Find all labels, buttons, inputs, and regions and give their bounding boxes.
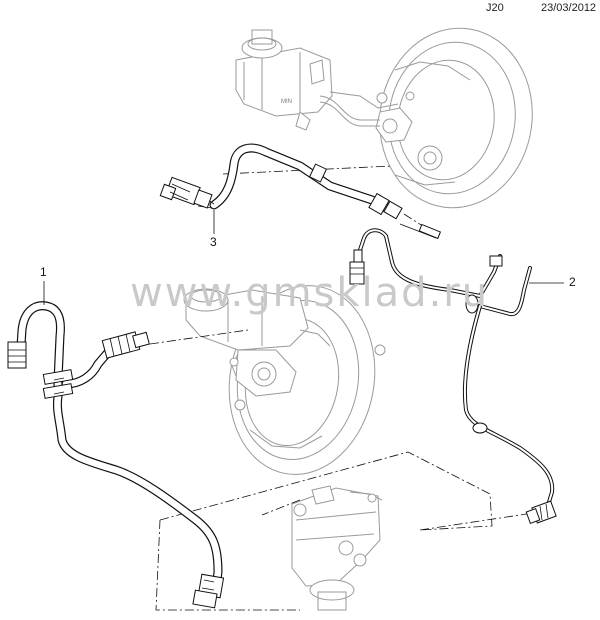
- sheet-code: J20: [486, 2, 504, 14]
- callout-3-number: 3: [210, 235, 217, 249]
- upper-brake-booster: [379, 27, 533, 209]
- vacuum-hose-3: [195, 143, 403, 220]
- upper-master-cylinder: MIN: [235, 29, 415, 143]
- callout-1-number: 1: [40, 265, 47, 279]
- reservoir-min-mark: MIN: [281, 99, 292, 105]
- lower-master-cylinder: [183, 288, 331, 397]
- vacuum-pipe-2: [358, 223, 555, 514]
- hose-3-connector: [159, 176, 213, 209]
- pipe-2-connector-lower: [525, 500, 557, 524]
- callout-1: 1: [40, 265, 47, 305]
- callout-3: 3: [210, 210, 217, 249]
- callout-2: 2: [529, 275, 576, 289]
- hose-1-connector-upper: [101, 331, 150, 359]
- phantom-lines: [149, 165, 541, 611]
- vacuum-hose-1: [15, 301, 223, 593]
- watermark-text: www.gmsklad.ru: [130, 270, 489, 316]
- callout-2-number: 2: [569, 275, 576, 289]
- sheet-date: 23/03/2012: [541, 2, 597, 14]
- pipe-2-connector-upper: [349, 249, 365, 285]
- hose-1-end-fitting: [7, 341, 27, 369]
- vacuum-pump-unit: [291, 485, 383, 611]
- hose-1-connector-lower: [192, 573, 225, 609]
